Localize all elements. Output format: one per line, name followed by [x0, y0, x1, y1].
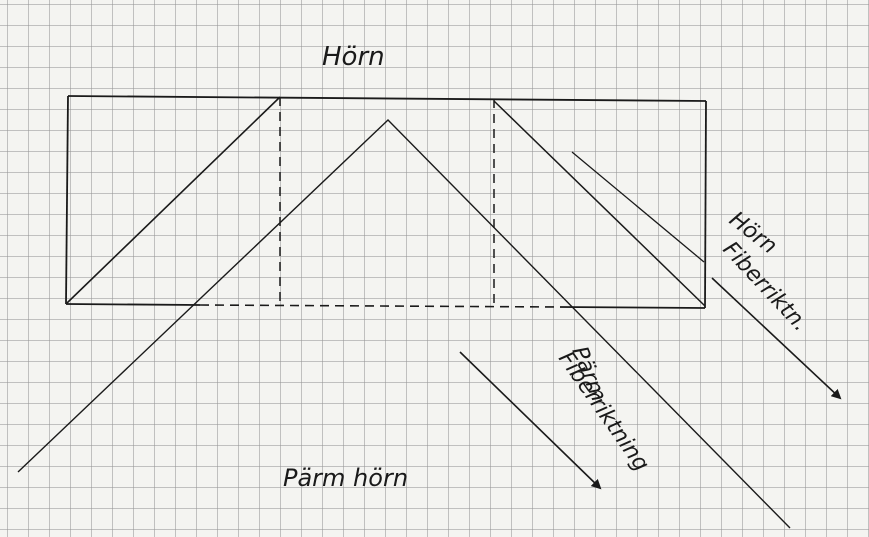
rect-bottom-edge-dashed — [199, 304, 561, 308]
rect-bottom-edge-left — [65, 303, 201, 306]
corner-grain-arrow — [711, 277, 842, 400]
corner-hatch-line — [571, 151, 705, 263]
rect-right-edge — [704, 100, 707, 309]
rect-left-edge — [65, 95, 69, 305]
label-cover-corner: Pärm hörn — [283, 464, 408, 492]
corner-diagonal-left — [66, 96, 281, 304]
cover-corner-chevron — [17, 119, 791, 529]
cover-grain-arrow — [459, 351, 602, 490]
corner-diagonal-right — [493, 100, 706, 307]
label-corner-top: Hörn — [322, 42, 385, 72]
rect-top-edge — [67, 95, 707, 102]
rect-bottom-edge-right — [559, 306, 706, 309]
